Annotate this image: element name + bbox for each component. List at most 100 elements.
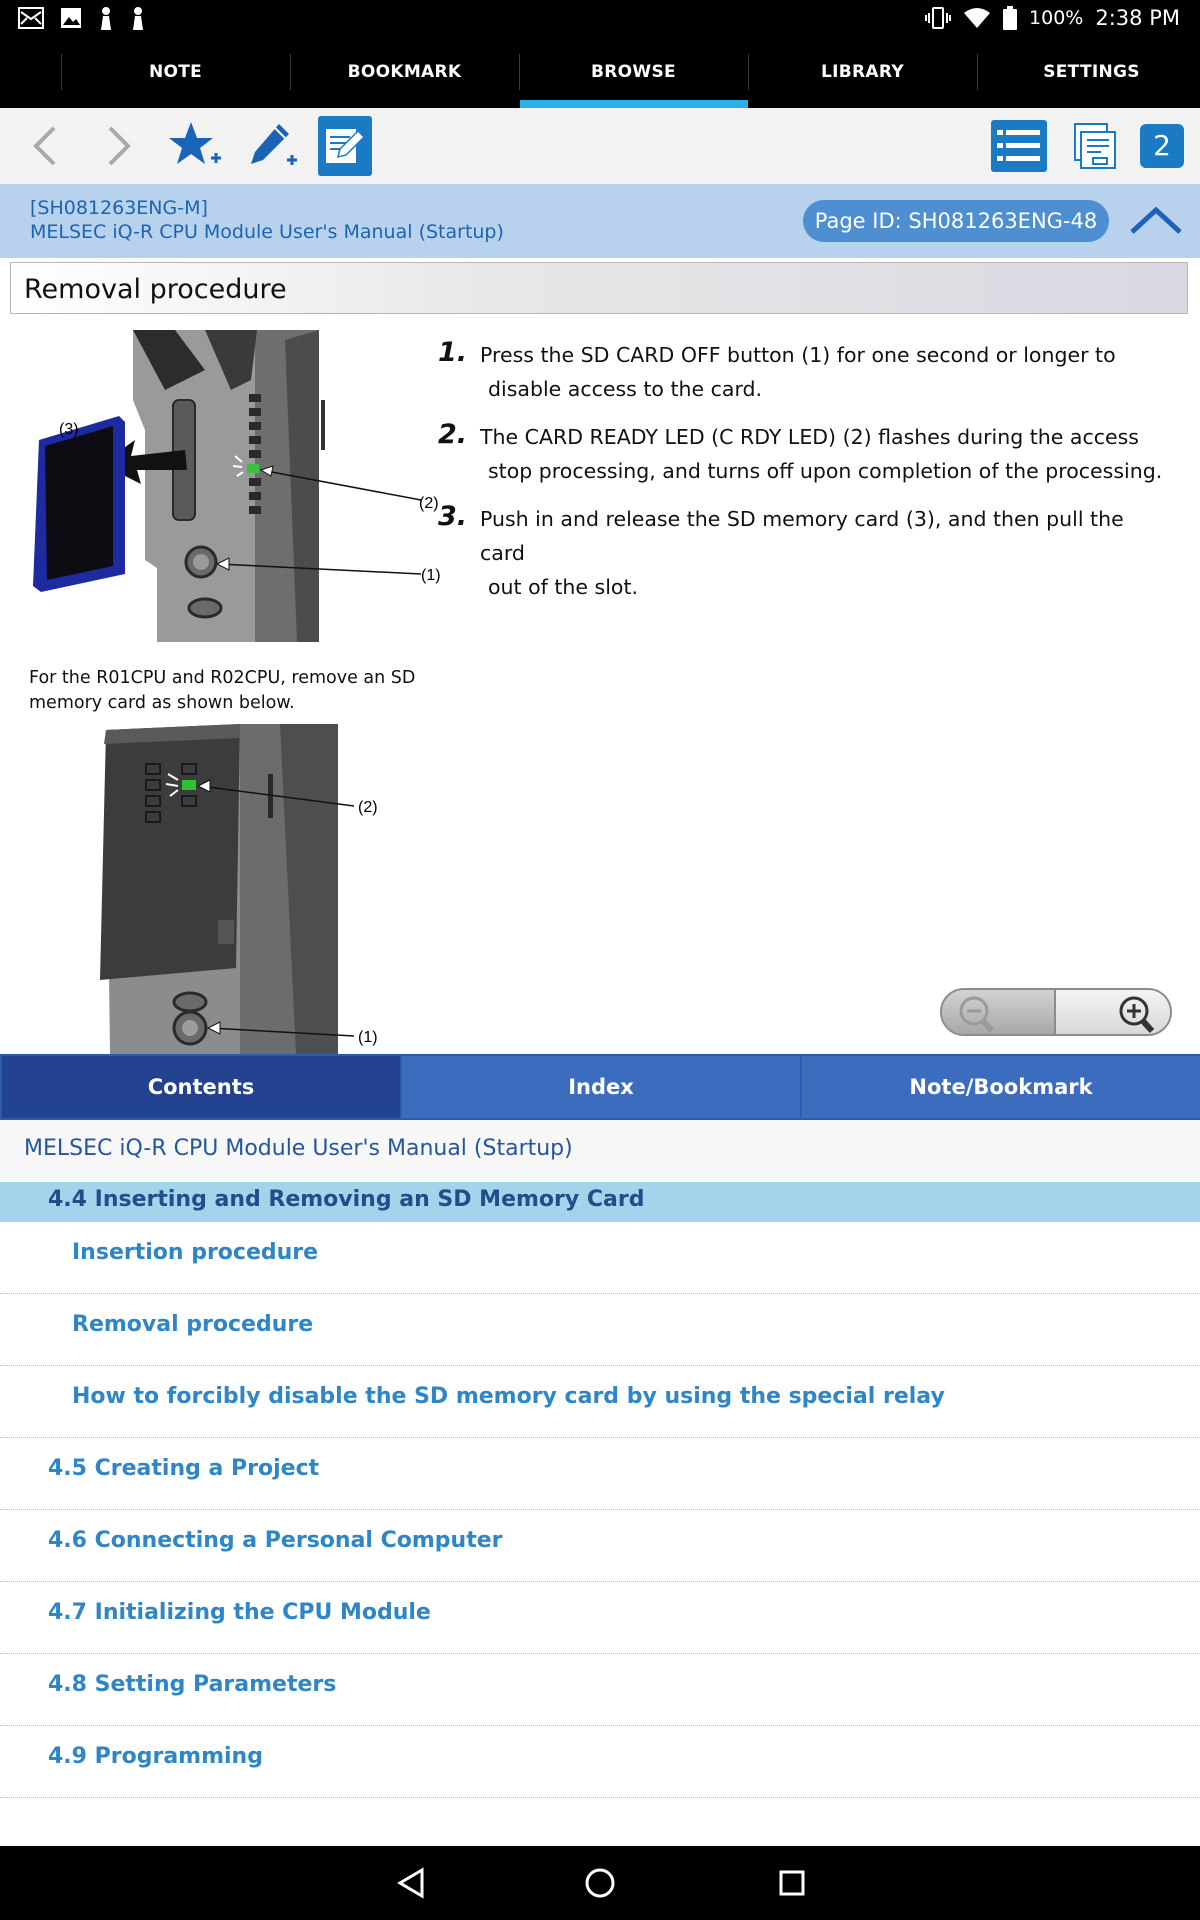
step-text: Press the SD CARD OFF button (1) for one… bbox=[480, 343, 1116, 367]
label-button: (1) bbox=[358, 1029, 378, 1046]
step-text: disable access to the card. bbox=[488, 377, 763, 401]
tab-note[interactable]: NOTE bbox=[148, 62, 203, 82]
back-arrow-icon bbox=[33, 126, 56, 166]
toc-item-label: Removal procedure bbox=[72, 1312, 314, 1337]
battery-icon bbox=[1003, 6, 1018, 30]
toc-item-4-4[interactable]: 4.4 Inserting and Removing an SD Memory … bbox=[0, 1182, 1200, 1222]
breadcrumb: MELSEC iQ-R CPU Module User's Manual (St… bbox=[0, 1120, 1200, 1182]
edit-note-button[interactable] bbox=[318, 116, 372, 176]
tab-contents[interactable]: Contents bbox=[2, 1056, 400, 1118]
label-card: (3) bbox=[59, 421, 79, 438]
zoom-in-button[interactable] bbox=[1056, 990, 1170, 1034]
page-count: 2 bbox=[1140, 124, 1184, 168]
toc-item-label: 4.5 Creating a Project bbox=[48, 1456, 320, 1481]
toolbar: 2 bbox=[0, 108, 1200, 184]
tab-note-bookmark[interactable]: Note/Bookmark bbox=[802, 1056, 1200, 1118]
tab-library[interactable]: LIBRARY bbox=[821, 62, 904, 82]
nav-recents-button[interactable] bbox=[762, 1856, 822, 1910]
procedure-step: 1. Press the SD CARD OFF button (1) for … bbox=[438, 337, 1168, 406]
collapse-header-button[interactable] bbox=[1128, 198, 1184, 244]
zoom-out-icon bbox=[959, 996, 995, 1034]
image-icon bbox=[61, 8, 81, 28]
toc-item-removal-procedure[interactable]: Removal procedure bbox=[0, 1294, 1200, 1366]
toc-item-4-7[interactable]: 4.7 Initializing the CPU Module bbox=[0, 1582, 1200, 1654]
active-tab-indicator bbox=[520, 100, 748, 108]
toc-item-label: 4.4 Inserting and Removing an SD Memory … bbox=[48, 1187, 645, 1212]
add-bookmark-button[interactable] bbox=[166, 116, 224, 176]
tab-separator bbox=[748, 54, 749, 90]
toc-item-4-6[interactable]: 4.6 Connecting a Personal Computer bbox=[0, 1510, 1200, 1582]
panel-tab-bar: Contents Index Note/Bookmark bbox=[0, 1054, 1200, 1120]
nav-back-icon bbox=[397, 1867, 424, 1899]
pages-button[interactable] bbox=[1070, 116, 1120, 176]
edit-note-icon bbox=[326, 129, 366, 163]
step-text: The CARD READY LED (C RDY LED) (2) flash… bbox=[480, 425, 1139, 449]
toc-item-label: 4.7 Initializing the CPU Module bbox=[48, 1600, 431, 1625]
label-led: (2) bbox=[358, 799, 378, 816]
nav-home-button[interactable] bbox=[570, 1856, 630, 1910]
table-of-contents: 4.4 Inserting and Removing an SD Memory … bbox=[0, 1182, 1200, 1798]
nav-recents-icon bbox=[779, 1870, 805, 1896]
label-led: (2) bbox=[419, 495, 439, 512]
step-text: Push in and release the SD memory card (… bbox=[480, 507, 1124, 565]
tab-index[interactable]: Index bbox=[402, 1056, 800, 1118]
procedure-steps: 1. Press the SD CARD OFF button (1) for … bbox=[438, 337, 1168, 618]
nav-back-button[interactable] bbox=[382, 1856, 442, 1910]
list-icon bbox=[991, 120, 1047, 172]
r01-removal-figure: (2) (1) bbox=[100, 724, 378, 1054]
document-header: [SH081263ENG-M] MELSEC iQ-R CPU Module U… bbox=[0, 184, 1200, 258]
add-note-button[interactable] bbox=[244, 116, 300, 176]
step-number: 2. bbox=[438, 419, 468, 450]
status-system: 100% 2:38 PM bbox=[925, 0, 1180, 36]
toc-item-label: 4.9 Programming bbox=[48, 1744, 263, 1769]
toc-list-button[interactable] bbox=[990, 116, 1048, 176]
document-code: [SH081263ENG-M] bbox=[30, 197, 208, 219]
toc-item-4-9[interactable]: 4.9 Programming bbox=[0, 1726, 1200, 1798]
back-button[interactable] bbox=[22, 116, 68, 176]
nav-home-icon bbox=[585, 1868, 615, 1898]
tab-bookmark[interactable]: BOOKMARK bbox=[347, 62, 462, 82]
step-text: out of the slot. bbox=[488, 575, 638, 599]
tab-separator bbox=[290, 54, 291, 90]
toc-item-insertion-procedure[interactable]: Insertion procedure bbox=[0, 1222, 1200, 1294]
clock: 2:38 PM bbox=[1095, 6, 1180, 30]
notification-icon bbox=[133, 7, 143, 30]
notification-icon bbox=[101, 7, 111, 30]
toc-item-label: Insertion procedure bbox=[72, 1240, 319, 1265]
page-id-badge: Page ID: SH081263ENG-48 bbox=[803, 200, 1109, 242]
label-button: (1) bbox=[421, 567, 441, 584]
vibrate-icon bbox=[925, 7, 952, 29]
zoom-control bbox=[940, 988, 1172, 1036]
section-title: Removal procedure bbox=[24, 274, 287, 305]
status-bar: 100% 2:38 PM bbox=[0, 0, 1200, 36]
step-number: 1. bbox=[438, 337, 468, 368]
mail-icon bbox=[18, 7, 44, 29]
toc-item-label: 4.8 Setting Parameters bbox=[48, 1672, 337, 1697]
procedure-step: 3. Push in and release the SD memory car… bbox=[438, 501, 1168, 604]
forward-arrow-icon bbox=[108, 126, 131, 166]
zoom-out-button[interactable] bbox=[942, 990, 1056, 1034]
toc-item-4-8[interactable]: 4.8 Setting Parameters bbox=[0, 1654, 1200, 1726]
procedure-step: 2. The CARD READY LED (C RDY LED) (2) fl… bbox=[438, 419, 1168, 488]
document-title: MELSEC iQ-R CPU Module User's Manual (St… bbox=[30, 221, 504, 243]
battery-level: 100% bbox=[1029, 7, 1084, 29]
toc-item-4-5[interactable]: 4.5 Creating a Project bbox=[0, 1438, 1200, 1510]
breadcrumb-manual-title[interactable]: MELSEC iQ-R CPU Module User's Manual (St… bbox=[24, 1136, 573, 1161]
step-number: 3. bbox=[438, 501, 468, 532]
top-tab-bar: NOTE BOOKMARK BROWSE LIBRARY SETTINGS bbox=[0, 36, 1200, 108]
add-bookmark-icon bbox=[169, 122, 221, 164]
tab-separator bbox=[519, 54, 520, 90]
pages-icon bbox=[1074, 123, 1116, 169]
tab-browse[interactable]: BROWSE bbox=[591, 62, 676, 82]
tab-settings[interactable]: SETTINGS bbox=[1043, 62, 1140, 82]
toc-item-forcibly-disable[interactable]: How to forcibly disable the SD memory ca… bbox=[0, 1366, 1200, 1438]
add-note-icon bbox=[251, 124, 297, 165]
chevron-up-icon bbox=[1130, 206, 1182, 234]
wifi-icon bbox=[964, 8, 991, 28]
step-text: stop processing, and turns off upon comp… bbox=[488, 459, 1163, 483]
page-count-badge[interactable]: 2 bbox=[1138, 116, 1186, 176]
removal-figure: (3) (2) (1) bbox=[33, 330, 441, 642]
document-content[interactable]: Removal procedure bbox=[0, 258, 1200, 1054]
forward-button[interactable] bbox=[96, 116, 142, 176]
zoom-in-icon bbox=[1119, 996, 1155, 1034]
